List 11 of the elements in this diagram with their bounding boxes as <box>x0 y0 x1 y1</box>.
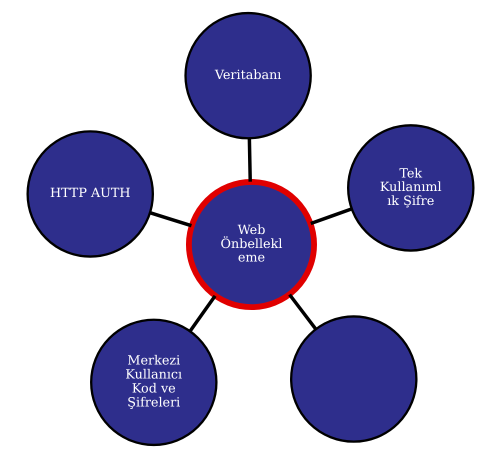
node-circle: HTTP AUTH <box>26 130 154 258</box>
connector <box>288 294 317 330</box>
node-circle <box>290 315 418 443</box>
node-circle: Merkezi Kullanıcı Kod ve Şifreleri <box>90 318 218 446</box>
node-circle: Web Önbellekl eme <box>185 179 316 310</box>
connector <box>310 207 352 226</box>
node-circle: Veritabanı <box>184 12 312 140</box>
node-circle: Tek Kullanıml ık Şifre <box>346 124 474 252</box>
connector <box>247 138 252 182</box>
connector <box>149 211 192 228</box>
connector <box>188 294 216 332</box>
